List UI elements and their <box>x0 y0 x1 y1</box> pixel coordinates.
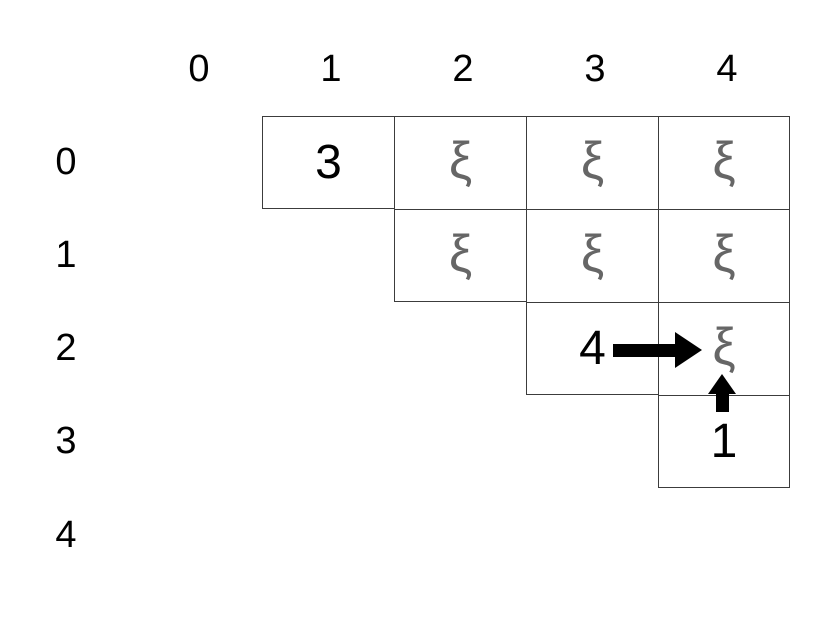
cell-r2-c3: 4 <box>526 302 658 395</box>
cell-r0-c3: ξ <box>526 116 658 209</box>
cell-r1-c4: ξ <box>658 209 790 302</box>
cell-r1-c2: ξ <box>394 209 526 302</box>
row-header-3: 3 <box>55 420 77 462</box>
cell-r0-c1: 3 <box>262 116 394 209</box>
column-header-4: 4 <box>716 48 738 90</box>
up-arrow-shaft <box>715 394 729 412</box>
right-arrow-head <box>675 332 702 368</box>
row-header-0: 0 <box>55 141 77 183</box>
column-header-1: 1 <box>320 48 342 90</box>
column-header-2: 2 <box>452 48 474 90</box>
column-header-0: 0 <box>188 48 210 90</box>
up-arrow-icon <box>708 374 736 412</box>
cell-r0-c2: ξ <box>394 116 526 209</box>
cell-r0-c4: ξ <box>658 116 790 209</box>
up-arrow-head <box>708 374 736 394</box>
column-header-3: 3 <box>584 48 606 90</box>
row-header-1: 1 <box>55 234 77 276</box>
cell-r1-c3: ξ <box>526 209 658 302</box>
right-arrow-shaft <box>613 344 675 357</box>
right-arrow-icon <box>613 332 702 369</box>
row-header-4: 4 <box>55 514 77 556</box>
row-header-2: 2 <box>55 327 77 369</box>
